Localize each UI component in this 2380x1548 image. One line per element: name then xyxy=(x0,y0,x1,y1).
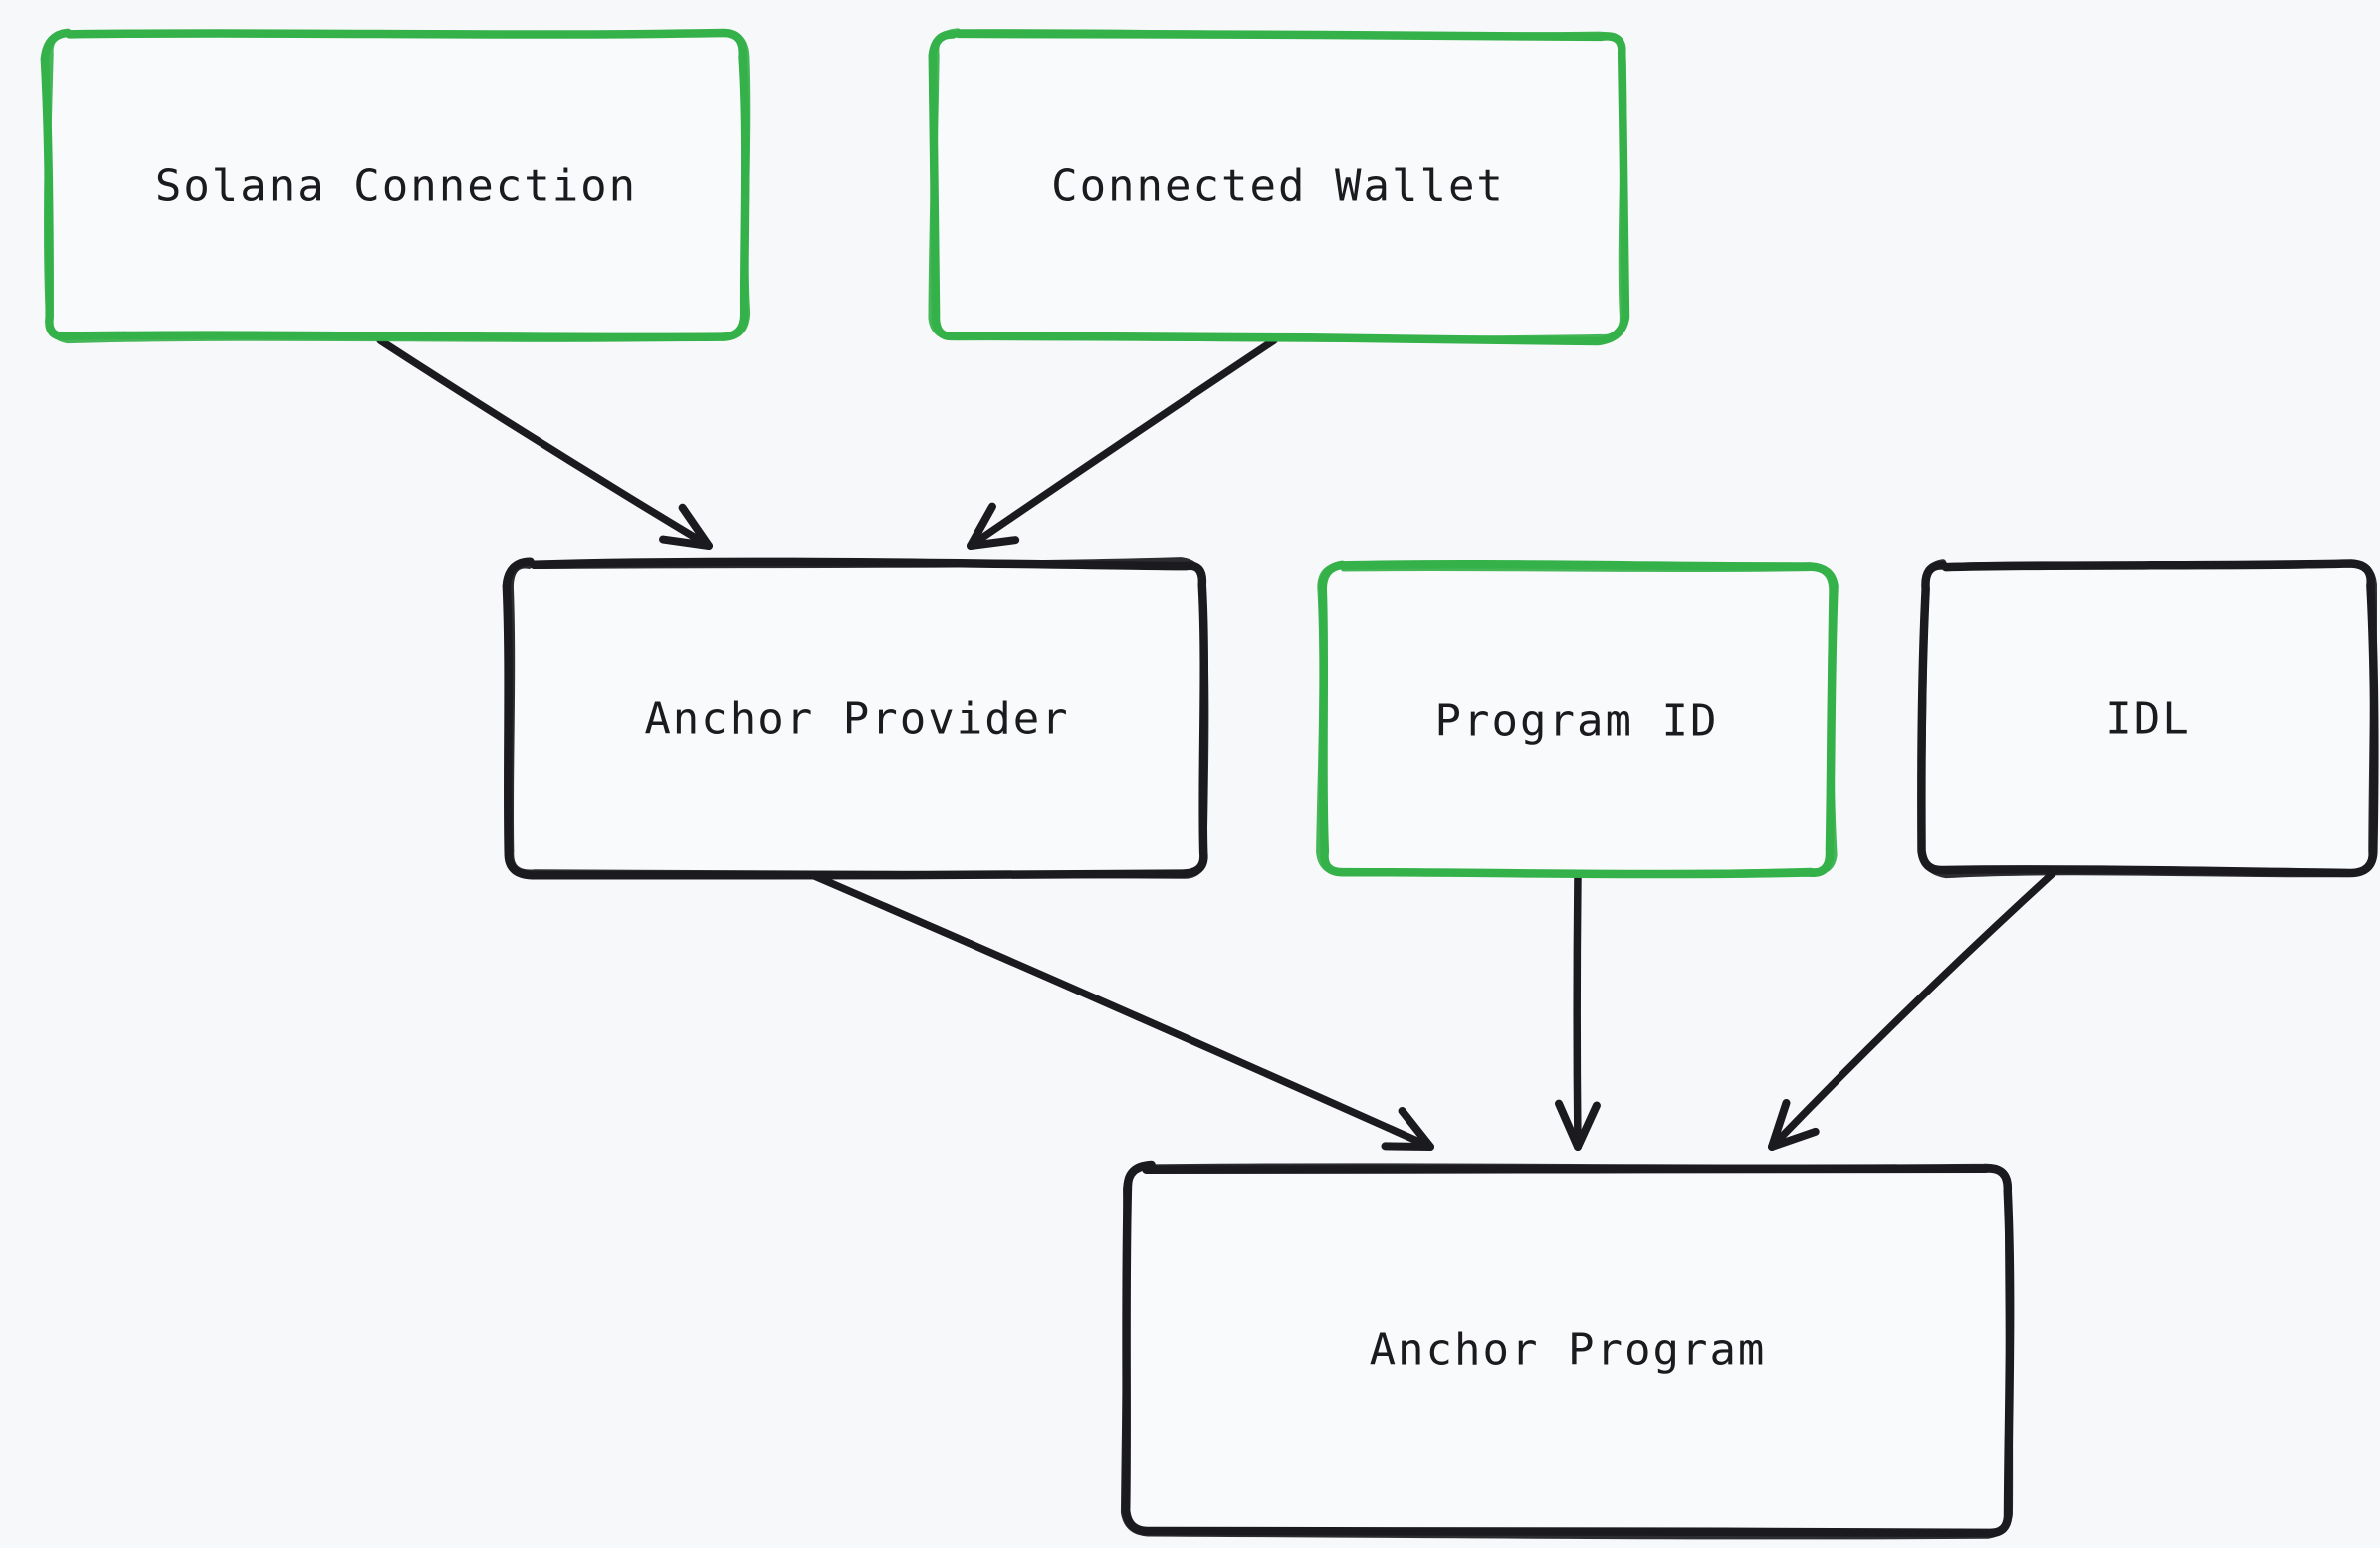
node-fill xyxy=(934,34,1623,338)
node-fill xyxy=(1923,565,2373,872)
node-anchor-program[interactable] xyxy=(1120,1160,2015,1540)
arrowhead-barb xyxy=(967,536,1020,550)
node-fill xyxy=(1322,567,1832,874)
arrowhead-barb xyxy=(1554,1099,1582,1151)
node-idl[interactable] xyxy=(1917,559,2379,879)
arrowhead-barb xyxy=(967,502,996,550)
arrowhead-barb xyxy=(1574,1101,1601,1151)
edge-connected-wallet-to-anchor-provider xyxy=(967,336,1278,550)
node-border xyxy=(1917,559,2378,879)
arrowhead-barb xyxy=(1398,1106,1434,1151)
edge-line xyxy=(1768,864,2062,1151)
node-fill xyxy=(1127,1167,2009,1533)
arrowhead-barb xyxy=(678,503,713,550)
node-border xyxy=(507,557,1209,879)
arrowhead-barb xyxy=(1381,1142,1434,1151)
node-fill xyxy=(510,563,1204,874)
edge-idl-to-anchor-program xyxy=(1768,864,2062,1151)
edge-line xyxy=(967,336,1278,550)
node-border xyxy=(1120,1161,2014,1540)
edge-program-id-to-anchor-program xyxy=(1554,872,1601,1151)
node-anchor-provider[interactable] xyxy=(502,557,1209,880)
node-solana-connection[interactable] xyxy=(40,28,751,344)
node-program-id[interactable] xyxy=(1316,559,1839,879)
edge-line xyxy=(1573,872,1582,1151)
edge-solana-connection-to-anchor-provider xyxy=(376,336,713,550)
node-connected-wallet[interactable] xyxy=(928,28,1630,346)
node-border xyxy=(1316,561,1838,877)
node-border xyxy=(928,28,1627,342)
edge-line xyxy=(792,864,1434,1151)
arrowhead-barb xyxy=(1768,1127,1820,1151)
arrowhead-barb xyxy=(659,535,713,550)
edge-line xyxy=(376,336,713,550)
node-border xyxy=(43,29,751,344)
node-fill xyxy=(48,34,745,337)
arrowhead-barb xyxy=(1768,1098,1791,1151)
edge-anchor-provider-to-anchor-program xyxy=(792,864,1434,1151)
